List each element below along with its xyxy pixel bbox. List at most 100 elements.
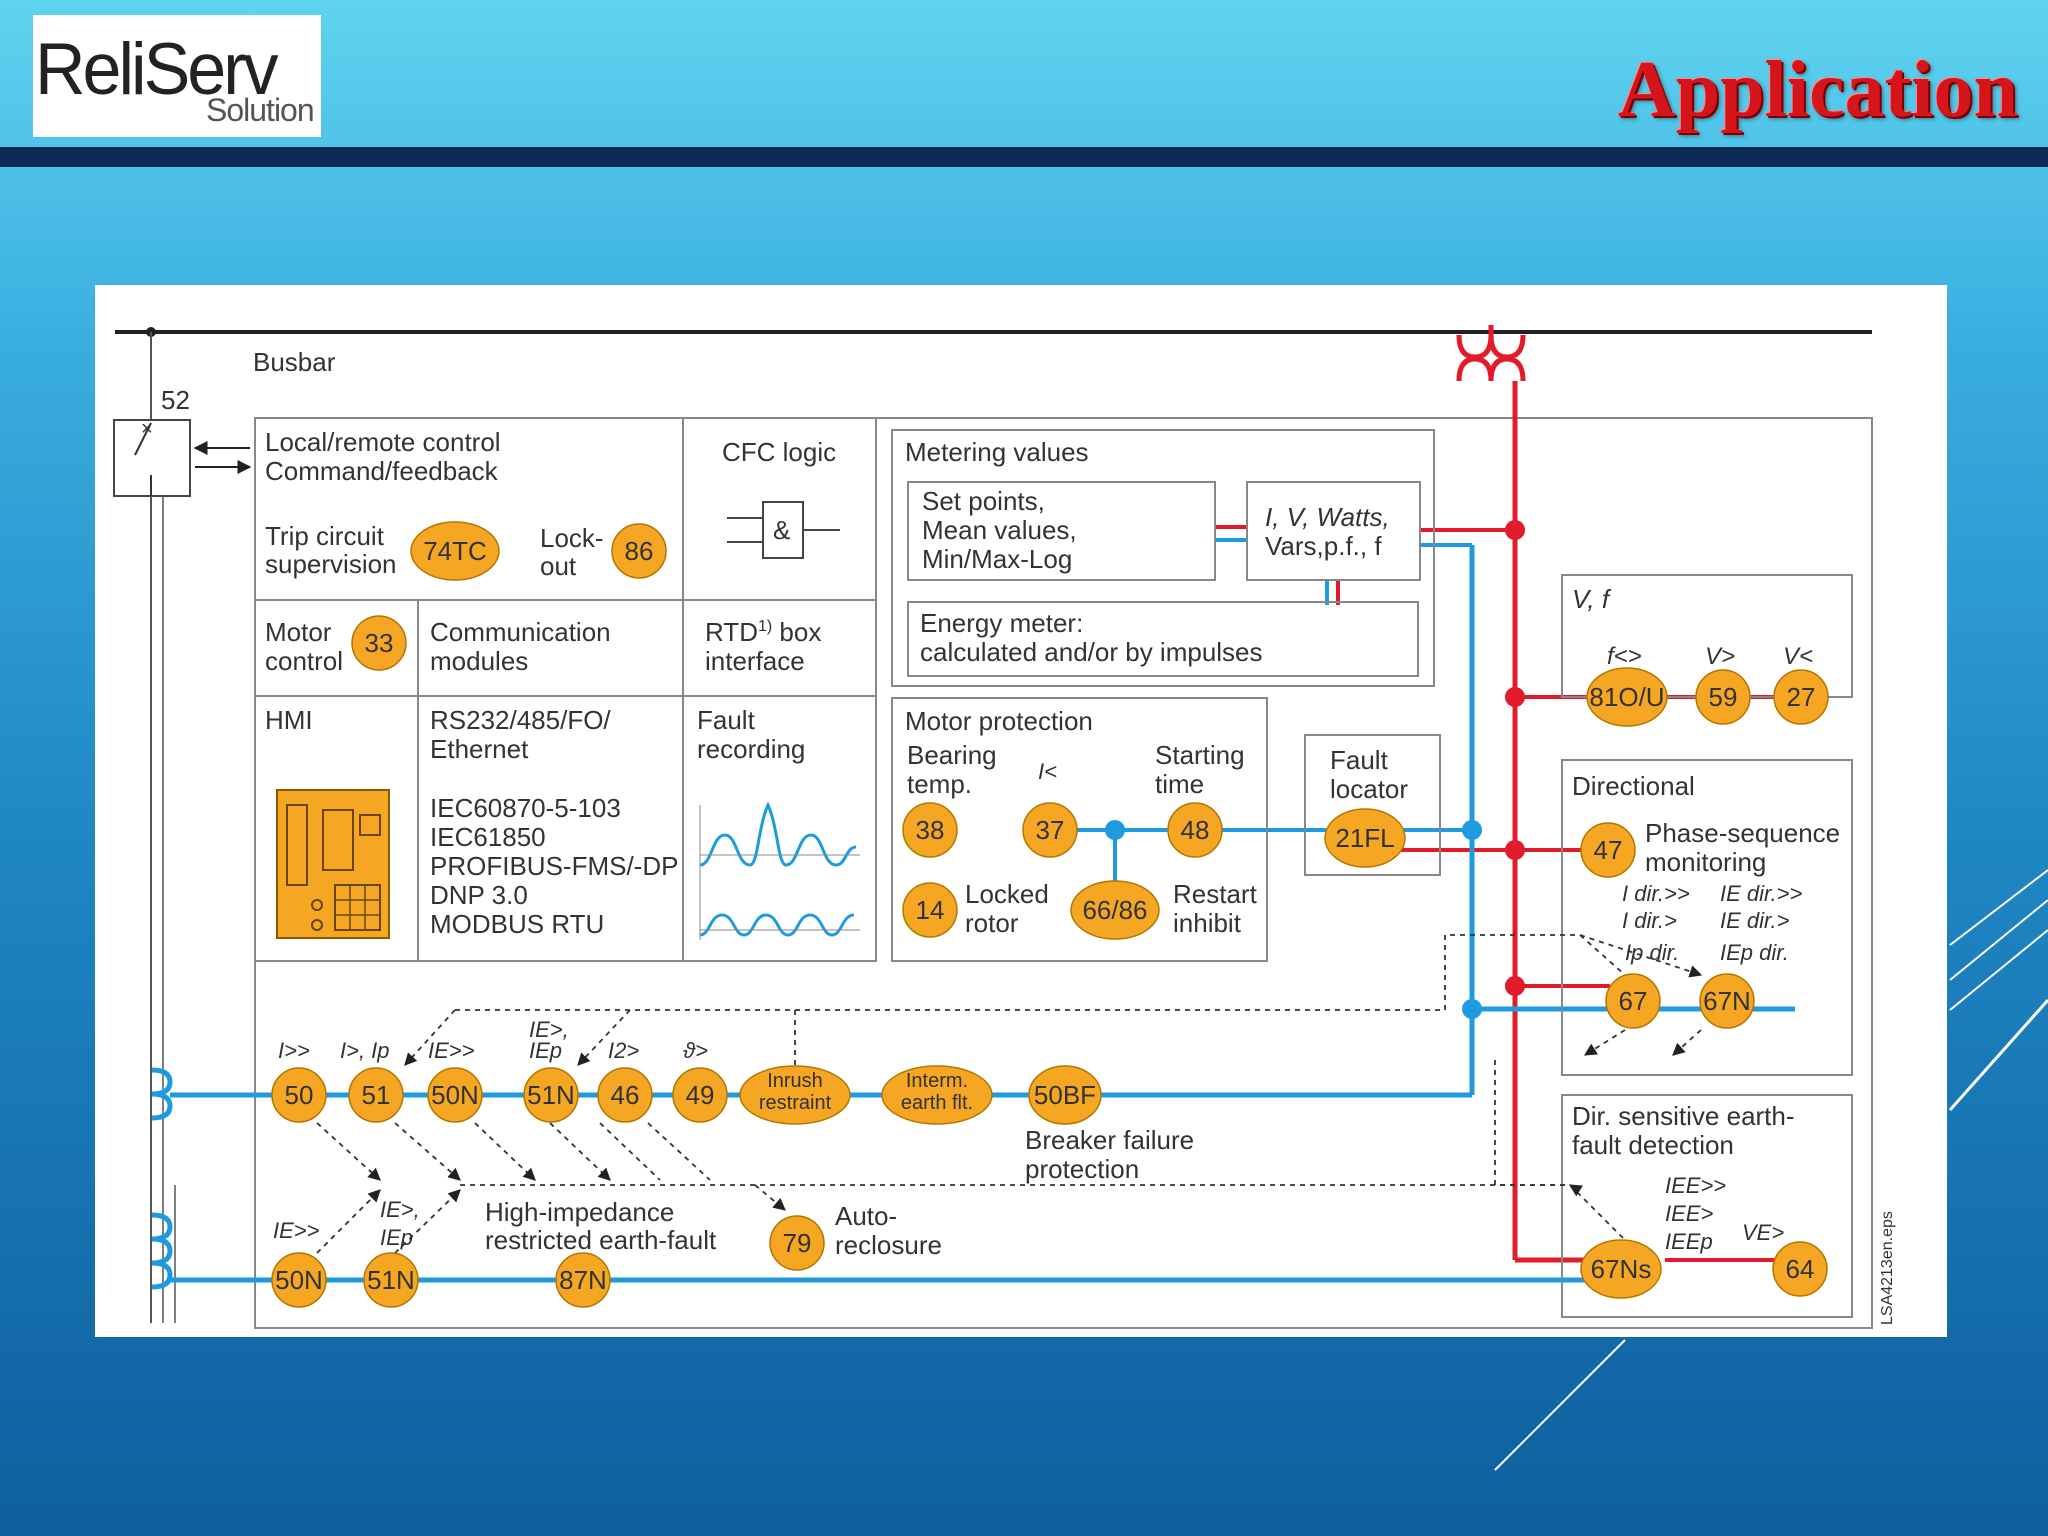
svg-text:Ethernet: Ethernet <box>430 734 529 764</box>
badge-46: 46 <box>597 1067 653 1123</box>
svg-text:I2>: I2> <box>608 1038 639 1063</box>
svg-text:49: 49 <box>686 1080 715 1110</box>
command-feedback-label: Command/feedback <box>265 456 499 486</box>
freq-label: f<> <box>1607 643 1642 670</box>
overvoltage-label: V> <box>1705 643 1735 670</box>
svg-text:RS232/485/FO/: RS232/485/FO/ <box>430 705 611 735</box>
badge-59: 59 <box>1695 669 1751 725</box>
svg-text:IEp dir.: IEp dir. <box>1720 940 1789 965</box>
energy-meter-label: Energy meter: <box>920 608 1083 638</box>
badge-50: 50 <box>271 1067 327 1123</box>
badge-87n: 87N <box>555 1252 611 1308</box>
svg-text:Inrush: Inrush <box>767 1070 823 1092</box>
svg-text:74TC: 74TC <box>423 536 487 566</box>
fault-recording-label-2: recording <box>697 734 805 764</box>
svg-text:I>, Ip: I>, Ip <box>340 1038 390 1063</box>
svg-text:87N: 87N <box>559 1265 607 1295</box>
fault-locator-label-2: locator <box>1330 774 1408 804</box>
badge-37: 37 <box>1022 802 1078 858</box>
svg-text:IEC61850: IEC61850 <box>430 822 546 852</box>
svg-text:27: 27 <box>1787 682 1816 712</box>
motor-control-label-2: control <box>265 646 343 676</box>
local-remote-label: Local/remote control <box>265 427 501 457</box>
badge-38: 38 <box>902 802 958 858</box>
hmi-label: HMI <box>265 705 313 735</box>
logo: ReliServ Solution <box>33 15 321 137</box>
svg-text:Interm.: Interm. <box>906 1070 968 1092</box>
svg-text:PROFIBUS-FMS/-DP: PROFIBUS-FMS/-DP <box>430 851 678 881</box>
svg-text:67: 67 <box>1619 986 1648 1016</box>
svg-text:37: 37 <box>1036 815 1065 845</box>
locked-label: Locked <box>965 879 1049 909</box>
fault-locator-label: Fault <box>1330 745 1389 775</box>
svg-text:IE>>: IE>> <box>428 1038 475 1063</box>
high-impedance-label: High-impedance <box>485 1197 674 1227</box>
reclosure-label: reclosure <box>835 1230 942 1260</box>
svg-text:IEC60870-5-103: IEC60870-5-103 <box>430 793 621 823</box>
minmax-label: Min/Max-Log <box>922 544 1072 574</box>
svg-text:50N: 50N <box>275 1265 323 1295</box>
svg-text:81O/U: 81O/U <box>1589 682 1664 712</box>
svg-text:50BF: 50BF <box>1034 1080 1096 1110</box>
file-reference: LSA4213en.eps <box>1879 1211 1896 1325</box>
directional-settings: I dir.>> IE dir.>> I dir.> IE dir.> Ip d… <box>1622 881 1802 965</box>
badge-66-86: 66/86 <box>1070 880 1160 940</box>
svg-text:MODBUS RTU: MODBUS RTU <box>430 909 604 939</box>
badge-27: 27 <box>1773 669 1829 725</box>
svg-text:48: 48 <box>1181 815 1210 845</box>
svg-text:46: 46 <box>611 1080 640 1110</box>
header-divider <box>0 147 2048 167</box>
badge-67ns: 67Ns <box>1580 1239 1662 1299</box>
svg-text:earth flt.: earth flt. <box>901 1092 973 1114</box>
svg-text:IEE>: IEE> <box>1665 1201 1713 1226</box>
svg-text:VE>: VE> <box>1742 1220 1784 1245</box>
badge-14: 14 <box>902 882 958 938</box>
svg-text:IE dir.>>: IE dir.>> <box>1720 881 1802 906</box>
badge-79: 79 <box>769 1215 825 1271</box>
restart-inhibit-label: inhibit <box>1173 908 1242 938</box>
svg-text:DNP 3.0: DNP 3.0 <box>430 880 528 910</box>
svg-text:67N: 67N <box>1703 986 1751 1016</box>
dir-sensitive-label-2: fault detection <box>1572 1130 1734 1160</box>
svg-text:IE dir.>: IE dir.> <box>1720 908 1790 933</box>
badge-21fl: 21FL <box>1324 808 1406 868</box>
starting-time-label: time <box>1155 769 1204 799</box>
badge-51: 51 <box>348 1067 404 1123</box>
sensitive-ef-settings: IEE>> IEE> IEEp VE> <box>1665 1173 1784 1254</box>
bearing-label: Bearing <box>907 740 997 770</box>
svg-text:33: 33 <box>365 628 394 658</box>
svg-text:50N: 50N <box>431 1080 479 1110</box>
starting-label: Starting <box>1155 740 1245 770</box>
application-diagram: × <box>95 285 1947 1337</box>
rtd-interface-label: interface <box>705 646 805 676</box>
svg-text:51N: 51N <box>367 1265 415 1295</box>
badge-81ou: 81O/U <box>1586 667 1668 727</box>
badge-51n: 51N <box>523 1067 579 1123</box>
busbar-label: Busbar <box>253 347 336 377</box>
badge-intermittent-earth-fault: Interm.earth flt. <box>881 1065 993 1125</box>
badge-67: 67 <box>1605 973 1661 1029</box>
breaker-label: 52 <box>161 385 190 415</box>
modules-label: modules <box>430 646 528 676</box>
svg-text:Ip dir.: Ip dir. <box>1625 940 1679 965</box>
logo-sub-text: Solution <box>206 92 315 128</box>
restricted-ef-label: restricted earth-fault <box>485 1225 717 1255</box>
svg-text:I>>: I>> <box>278 1038 310 1063</box>
svg-text:IEp: IEp <box>529 1038 562 1063</box>
svg-text:IEE>>: IEE>> <box>1665 1173 1726 1198</box>
svg-text:14: 14 <box>916 895 945 925</box>
svg-text:restraint: restraint <box>759 1092 832 1114</box>
svg-text:21FL: 21FL <box>1335 823 1394 853</box>
breaker-failure-label-2: protection <box>1025 1154 1139 1184</box>
svg-text:59: 59 <box>1709 682 1738 712</box>
svg-text:47: 47 <box>1594 835 1623 865</box>
vf-label: V, f <box>1572 584 1612 614</box>
svg-text:×: × <box>141 418 153 440</box>
mean-values-label: Mean values, <box>922 515 1077 545</box>
svg-text:ϑ>: ϑ> <box>683 1038 708 1063</box>
badge-50n: 50N <box>427 1067 483 1123</box>
svg-text:51N: 51N <box>527 1080 575 1110</box>
badge-74tc: 74TC <box>410 521 500 581</box>
